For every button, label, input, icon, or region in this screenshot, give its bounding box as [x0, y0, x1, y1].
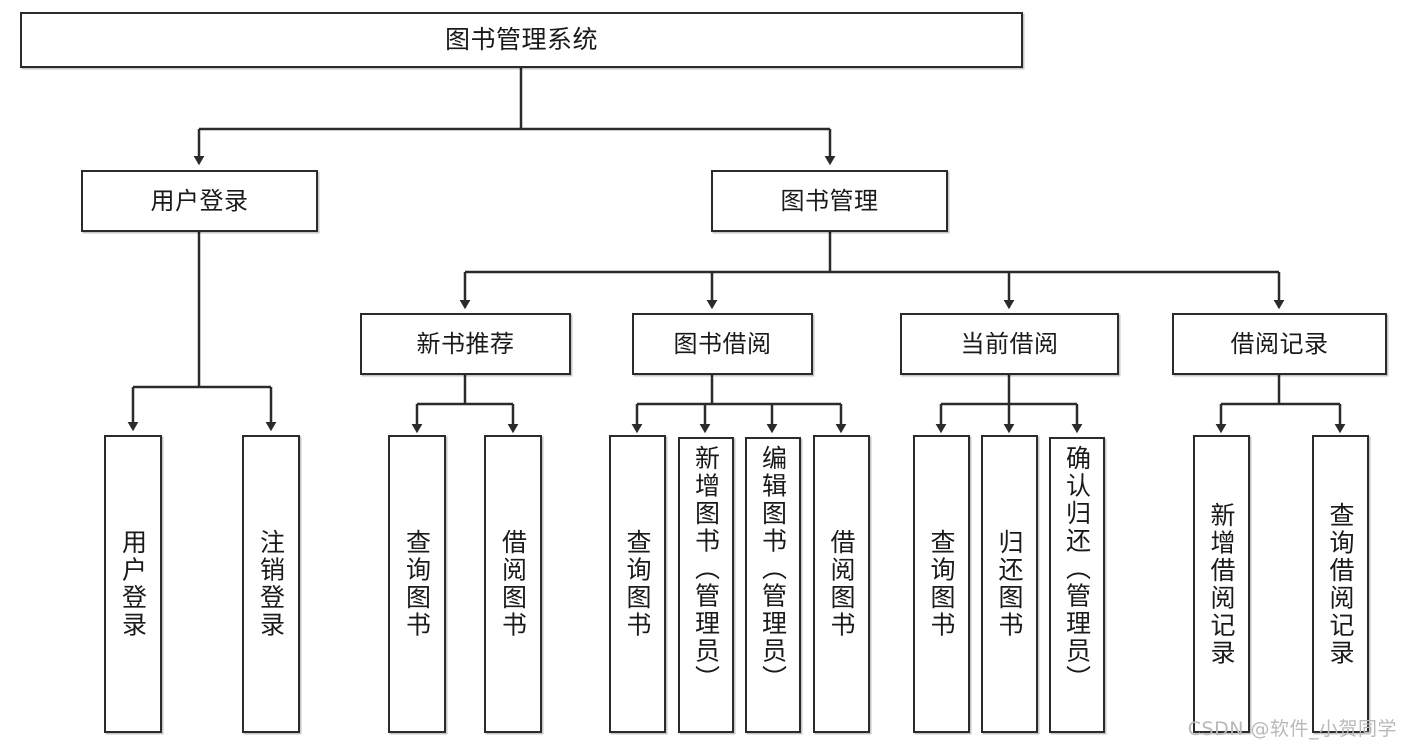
- leaf-borrow-book-recommend[interactable]: 借阅图书: [484, 435, 542, 733]
- node-label: 查询图书: [623, 529, 652, 639]
- node-label: 借阅图书: [498, 529, 528, 639]
- node-label: 确认归还（管理员）: [1062, 445, 1092, 693]
- node-borrow-record[interactable]: 借阅记录: [1172, 313, 1387, 375]
- node-label: 借阅图书: [827, 529, 856, 639]
- leaf-query-book-borrow[interactable]: 查询图书: [609, 435, 666, 733]
- leaf-edit-book-admin[interactable]: 编辑图书（管理员）: [745, 437, 801, 733]
- node-label: 新书推荐: [416, 329, 515, 358]
- node-label: 用户登录: [118, 529, 148, 639]
- node-current-borrow[interactable]: 当前借阅: [900, 313, 1119, 375]
- node-label: 编辑图书（管理员）: [758, 445, 788, 693]
- leaf-query-borrow-record[interactable]: 查询借阅记录: [1312, 435, 1369, 733]
- node-label: 查询图书: [402, 529, 432, 639]
- leaf-borrow-book-borrow[interactable]: 借阅图书: [813, 435, 870, 733]
- node-label: 图书管理: [780, 186, 879, 215]
- csdn-watermark: CSDN @软件_小贺同学: [1187, 718, 1397, 740]
- node-label: 图书管理系统: [444, 25, 598, 54]
- node-label: 当前借阅: [960, 329, 1059, 358]
- node-root-system[interactable]: 图书管理系统: [20, 12, 1023, 68]
- leaf-add-borrow-record[interactable]: 新增借阅记录: [1193, 435, 1250, 733]
- node-label: 图书借阅: [673, 329, 772, 358]
- node-label: 注销登录: [256, 529, 286, 639]
- node-book-management[interactable]: 图书管理: [711, 170, 948, 232]
- node-book-borrow[interactable]: 图书借阅: [632, 313, 813, 375]
- node-label: 新增借阅记录: [1207, 501, 1236, 667]
- leaf-user-login[interactable]: 用户登录: [104, 435, 162, 733]
- node-new-book-recommend[interactable]: 新书推荐: [360, 313, 571, 375]
- node-label: 查询图书: [927, 529, 956, 639]
- node-label: 用户登录: [150, 186, 249, 215]
- node-label: 借阅记录: [1230, 329, 1329, 358]
- node-user-login[interactable]: 用户登录: [81, 170, 318, 232]
- leaf-query-book-recommend[interactable]: 查询图书: [388, 435, 446, 733]
- node-label: 新增图书（管理员）: [691, 445, 721, 693]
- node-label: 归还图书: [995, 529, 1024, 639]
- leaf-add-book-admin[interactable]: 新增图书（管理员）: [678, 437, 734, 733]
- leaf-return-book[interactable]: 归还图书: [981, 435, 1038, 733]
- leaf-query-book-current[interactable]: 查询图书: [913, 435, 970, 733]
- leaf-logout[interactable]: 注销登录: [242, 435, 300, 733]
- node-label: 查询借阅记录: [1326, 501, 1355, 667]
- leaf-confirm-return-admin[interactable]: 确认归还（管理员）: [1049, 437, 1105, 733]
